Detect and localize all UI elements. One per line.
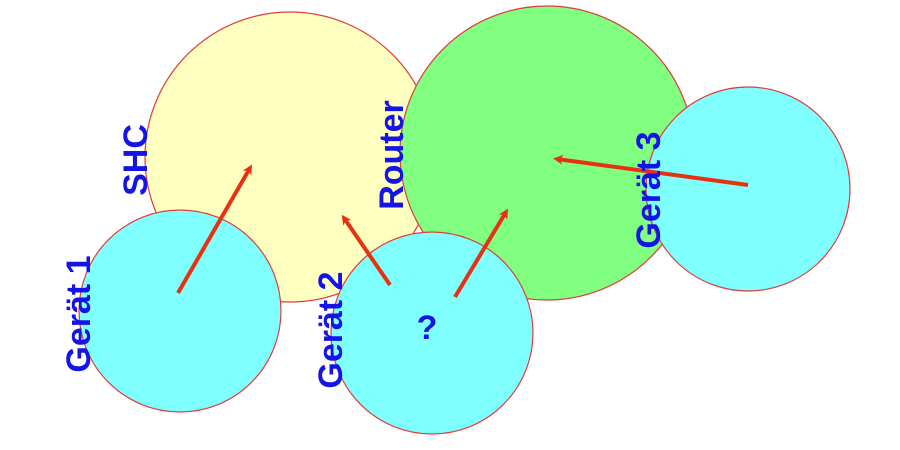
device2-label: Gerät 2 xyxy=(312,271,350,388)
router-label: Router xyxy=(373,100,411,210)
device3-label: Gerät 3 xyxy=(630,131,668,248)
arrow-device3-to-router xyxy=(553,154,749,187)
device1-range-circle xyxy=(78,209,282,413)
device2-unknown-marker: ? xyxy=(417,309,438,347)
arrow-device2-to-router xyxy=(453,208,509,299)
arrow-device1-to-shc xyxy=(176,164,252,294)
device2-range-circle xyxy=(330,231,534,435)
device3-range-circle xyxy=(645,86,851,292)
device1-label: Gerät 1 xyxy=(60,255,98,372)
shc-label: SHC xyxy=(117,124,155,196)
arrow-device2-to-shc xyxy=(341,214,392,287)
